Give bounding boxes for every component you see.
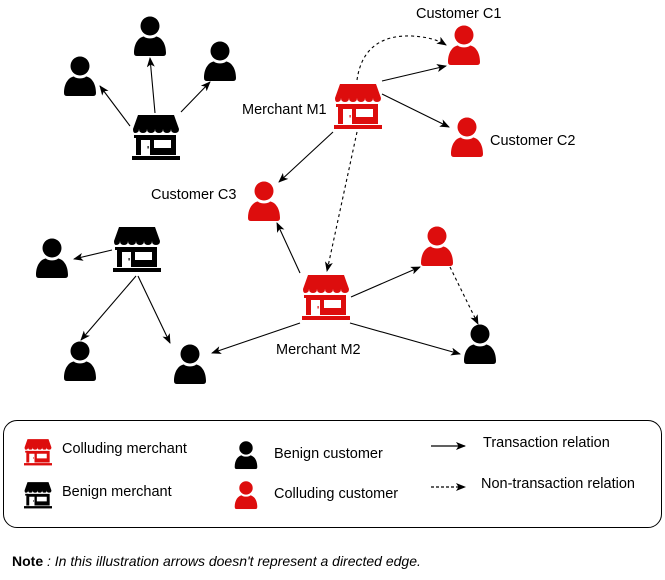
legend-label: Benign customer	[274, 446, 383, 462]
benign-customer-icon	[174, 344, 206, 384]
edge-m2-to-colluding-customer	[350, 266, 421, 298]
edge-benign-merchant-2-to-customer-bottom-left	[80, 275, 137, 341]
non-transaction-edges	[324, 35, 479, 325]
legend-label: Non-transaction relation	[481, 476, 635, 492]
merchant-m1-label: Merchant M1	[242, 102, 327, 118]
edge-benign-merchant-1-to-customer-a	[99, 85, 131, 127]
solid-arrow-icon	[431, 442, 466, 450]
benign-customer-icon	[234, 441, 258, 470]
edge-benign-merchant-1-to-customer-c	[180, 81, 211, 113]
merchant-m2-icon[interactable]	[302, 275, 350, 320]
edge-m2-to-c3	[276, 222, 301, 274]
legend: Colluding merchant Benign merchant Benig…	[3, 420, 662, 528]
legend-label: Colluding customer	[274, 486, 399, 502]
colluding-customer-icon[interactable]	[421, 226, 453, 267]
legend-colluding-customer: Colluding customer	[234, 480, 398, 510]
merchant-m2-label: Merchant M2	[276, 342, 361, 358]
benign-merchant-1-icon	[132, 115, 180, 160]
legend-colluding-merchant: Colluding merchant	[24, 438, 187, 466]
edge-dashed-m1-to-c1	[356, 35, 447, 81]
edge-benign-merchant-2-to-customer-bottom-mid	[137, 275, 171, 344]
dashed-arrow-icon	[431, 483, 466, 491]
benign-customer-icon	[134, 16, 166, 56]
note-text: : In this illustration arrows doesn't re…	[43, 553, 421, 569]
customer-c1-icon[interactable]	[448, 25, 480, 66]
customer-c1-label: Customer C1	[416, 6, 502, 22]
benign-customer-icon	[464, 324, 496, 364]
edge-benign-merchant-2-to-customer-left	[73, 249, 113, 261]
legend-transaction-relation: Transaction relation	[431, 435, 610, 451]
transaction-edges	[73, 57, 461, 356]
legend-benign-customer: Benign customer	[234, 440, 383, 470]
legend-non-transaction-relation: Non-transaction relation	[431, 476, 635, 492]
legend-label: Benign merchant	[62, 484, 172, 500]
legend-label: Colluding merchant	[62, 441, 187, 457]
footnote: Note : In this illustration arrows doesn…	[12, 553, 421, 569]
benign-customer-icon	[64, 56, 96, 96]
colluding-merchant-icon	[24, 439, 52, 466]
customer-c3-label: Customer C3	[151, 187, 237, 203]
customer-c2-label: Customer C2	[490, 133, 576, 149]
colluding-customer-icon	[234, 481, 258, 510]
edge-m1-to-c3	[278, 131, 334, 183]
merchant-m1-icon[interactable]	[334, 84, 382, 129]
edge-m2-to-benign-customer-mid	[211, 322, 301, 354]
legend-label: Transaction relation	[483, 435, 610, 451]
edge-m1-to-c2	[381, 93, 450, 128]
note-label: Note	[12, 553, 44, 569]
benign-customer-icon	[64, 341, 96, 381]
benign-customer-icon	[204, 41, 236, 81]
edge-m1-to-c1	[381, 64, 447, 82]
edge-dashed-colluding-customer-to-benign	[449, 266, 479, 325]
customer-c3-icon[interactable]	[248, 181, 280, 222]
edge-benign-merchant-1-to-customer-b	[146, 57, 156, 114]
benign-merchant-icon	[24, 482, 52, 509]
edge-m2-to-benign-customer-right	[349, 322, 461, 356]
edge-dashed-m1-to-m2	[324, 131, 358, 272]
benign-merchant-2-icon	[113, 227, 161, 272]
benign-customer-icon	[36, 238, 68, 278]
legend-benign-merchant: Benign merchant	[24, 481, 172, 509]
fraud-graph-diagram	[36, 16, 496, 384]
customer-c2-icon[interactable]	[451, 117, 483, 158]
